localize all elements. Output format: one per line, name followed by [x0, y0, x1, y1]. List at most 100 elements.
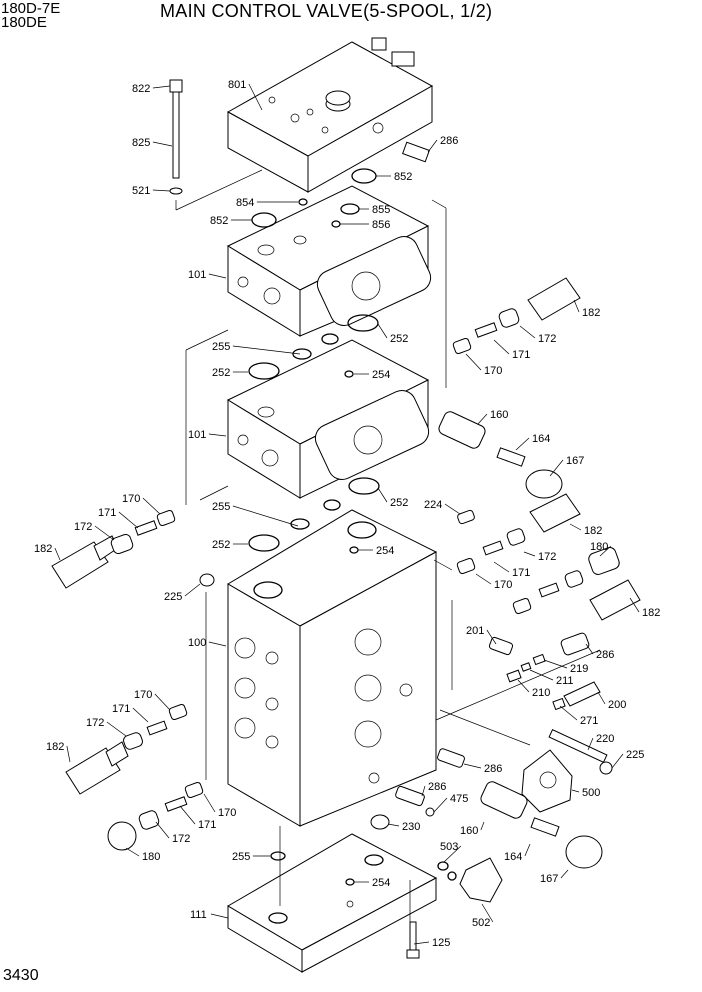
model-code-secondary: 180DE — [1, 14, 47, 31]
part-callout-271: 271 — [580, 715, 598, 727]
part-callout-475: 475 — [450, 793, 468, 805]
part-callout-211: 211 — [556, 675, 574, 687]
leader-line-801 — [248, 83, 263, 111]
oring-255-d — [290, 518, 310, 530]
oring-854 — [298, 198, 308, 206]
part-callout-503: 503 — [440, 841, 458, 853]
oring-852-top — [351, 168, 377, 184]
part-callout-855: 855 — [372, 204, 390, 216]
part-callout-854: 854 — [236, 197, 254, 209]
part-callout-164a: 164 — [532, 433, 550, 445]
part-500-cover-plate — [521, 749, 573, 813]
part-callout-286b: 286 — [596, 649, 614, 661]
part-callout-182c: 182 — [34, 543, 52, 555]
leader-line-252a — [377, 323, 388, 339]
leader-line-160a — [477, 413, 488, 425]
leader-line-172b — [94, 525, 115, 541]
leader-line-182c — [54, 547, 61, 561]
part-callout-254c: 254 — [372, 877, 390, 889]
leader-line-170b — [142, 497, 161, 515]
part-callout-172c: 172 — [538, 551, 556, 563]
part-callout-182e: 182 — [46, 741, 64, 753]
part-callout-172e: 172 — [172, 833, 190, 845]
oring-252-c — [348, 477, 380, 495]
part-100-main-body — [227, 509, 438, 827]
leader-line-164a — [515, 437, 530, 451]
leader-line-255b — [232, 505, 299, 527]
leader-line-171a — [493, 339, 510, 355]
leader-line-172a — [519, 325, 536, 339]
oring-254-a — [344, 370, 354, 378]
leader-line-100 — [208, 641, 227, 647]
part-callout-856: 856 — [372, 219, 390, 231]
part-callout-160a: 160 — [490, 409, 508, 421]
leader-line-171b — [118, 511, 139, 529]
leader-line-101b — [208, 433, 227, 437]
part-callout-255c: 255 — [232, 851, 250, 863]
part-callout-210: 210 — [532, 687, 550, 699]
leader-line-170d — [154, 693, 171, 711]
part-160-spool-upper — [438, 411, 486, 449]
oring-255-a — [321, 333, 339, 345]
leader-line-172c — [523, 551, 536, 557]
part-225-plug-left — [199, 573, 215, 587]
part-801-top-cover — [226, 37, 434, 193]
part-callout-164b: 164 — [504, 851, 522, 863]
part-callout-252b: 252 — [212, 367, 230, 379]
part-callout-852b: 852 — [210, 215, 228, 227]
leader-line-224 — [444, 503, 461, 515]
part-callout-200: 200 — [608, 699, 626, 711]
part-callout-252d: 252 — [212, 539, 230, 551]
oring-252-d — [248, 534, 280, 552]
part-callout-170e: 170 — [218, 807, 236, 819]
oring-852-left — [251, 212, 277, 228]
part-callout-182a: 182 — [582, 307, 600, 319]
leader-line-220 — [587, 737, 594, 751]
part-callout-101a: 101 — [188, 269, 206, 281]
leader-line-230 — [387, 823, 400, 827]
leader-line-219 — [543, 659, 568, 669]
part-callout-255a: 255 — [212, 341, 230, 353]
leader-line-164b — [524, 843, 531, 857]
leader-line-825 — [152, 141, 173, 147]
leader-line-101a — [208, 273, 227, 279]
page-number: 3430 — [3, 967, 39, 984]
leader-line-182a — [573, 299, 580, 313]
leader-line-180a — [599, 545, 612, 557]
leader-line-475 — [433, 797, 448, 813]
part-callout-171a: 171 — [512, 349, 530, 361]
leader-line-255a — [232, 345, 301, 355]
part-286-plug — [402, 141, 430, 163]
part-callout-167b: 167 — [540, 873, 558, 885]
part-callout-180b: 180 — [142, 851, 160, 863]
leader-line-125 — [413, 941, 430, 945]
oring-255-b — [292, 348, 312, 360]
part-callout-225a: 225 — [164, 591, 182, 603]
oring-255-c — [323, 499, 341, 511]
oring-255-e — [270, 851, 286, 861]
part-callout-172b: 172 — [74, 521, 92, 533]
model-code-primary: 180D-7E — [1, 0, 61, 17]
leader-line-225b — [611, 753, 624, 769]
part-callout-219: 219 — [570, 663, 588, 675]
part-callout-286c: 286 — [484, 763, 502, 775]
leader-line-201 — [486, 629, 497, 645]
part-callout-171d: 171 — [112, 703, 130, 715]
part-167-cap-upper — [496, 447, 563, 499]
part-callout-111: 111 — [190, 909, 207, 921]
leader-line-167a — [549, 459, 564, 477]
part-callout-172d: 172 — [86, 717, 104, 729]
part-callout-171e: 171 — [198, 819, 216, 831]
part-callout-170b: 170 — [122, 493, 140, 505]
leader-line-171c — [493, 561, 510, 573]
leader-line-286a — [427, 139, 438, 153]
part-101-section-lower — [226, 339, 430, 499]
oring-252-b — [248, 362, 280, 380]
leader-line-171e — [179, 805, 196, 825]
part-callout-170a: 170 — [484, 365, 502, 377]
part-callout-254b: 254 — [376, 545, 394, 557]
leader-line-503 — [443, 845, 462, 863]
leader-line-286b — [585, 643, 594, 655]
spool-cap-assembly-left-lower — [65, 703, 188, 795]
